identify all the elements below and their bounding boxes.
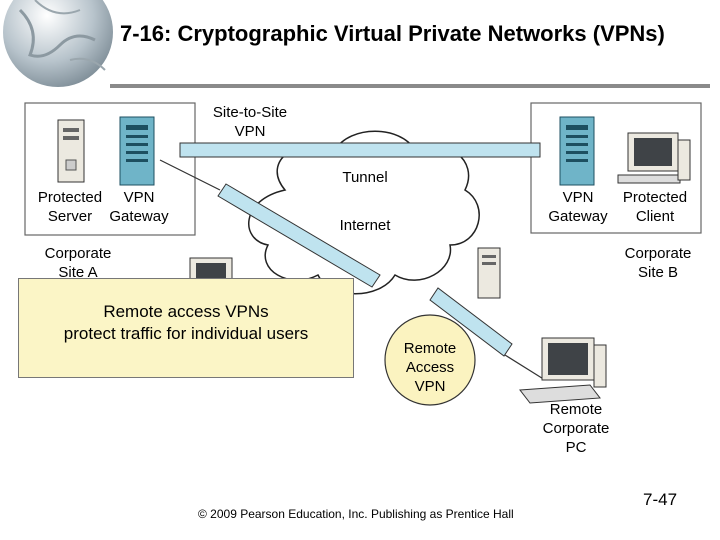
callout-line-1: Remote access VPNs [103,302,269,321]
copyright-footer: © 2009 Pearson Education, Inc. Publishin… [198,507,514,521]
protected-server-icon [57,119,85,183]
remote-access-tunnel-upper [217,183,381,288]
remote-access-circle [384,314,476,406]
remote-corporate-pc-label: Remote Corporate PC [542,401,610,456]
vpn-gateway-a-label: VPN Gateway [109,189,169,225]
site-to-site-label: Site-to-Site VPN [212,104,288,140]
protected-server-label: Protected Server [37,189,103,225]
title-rule [110,84,710,88]
vpn-gateway-b-label: VPN Gateway [548,189,608,225]
site-b-server-icon [477,247,501,299]
corporate-site-a-box [24,102,196,236]
remote-access-callout: Remote access VPNs protect traffic for i… [18,278,354,378]
remote-pc-link-line [504,354,546,381]
protected-client-icon [617,132,691,184]
internet-label: Internet [339,217,391,234]
slide-title: 7-16: Cryptographic Virtual Private Netw… [120,21,665,46]
tunnel-label: Tunnel [342,169,388,186]
page-number: 7-47 [643,490,678,509]
site-to-site-tunnel [179,142,541,158]
vpn-gateway-b-icon [559,116,595,186]
globe-logo-icon [3,0,113,87]
corporate-site-b-label: Corporate Site B [624,245,692,281]
callout-line-2: protect traffic for individual users [63,324,309,343]
corporate-site-a-label: Corporate Site A [44,245,112,281]
remote-pc-icon [519,337,607,404]
vpn-gateway-a-icon [119,116,155,186]
internet-cloud [248,130,480,295]
remote-access-vpn-label: Remote Access VPN [403,340,457,395]
gateway-link-line [159,159,221,191]
protected-client-label: Protected Client [622,189,688,225]
remote-access-tunnel-lower [429,287,513,357]
